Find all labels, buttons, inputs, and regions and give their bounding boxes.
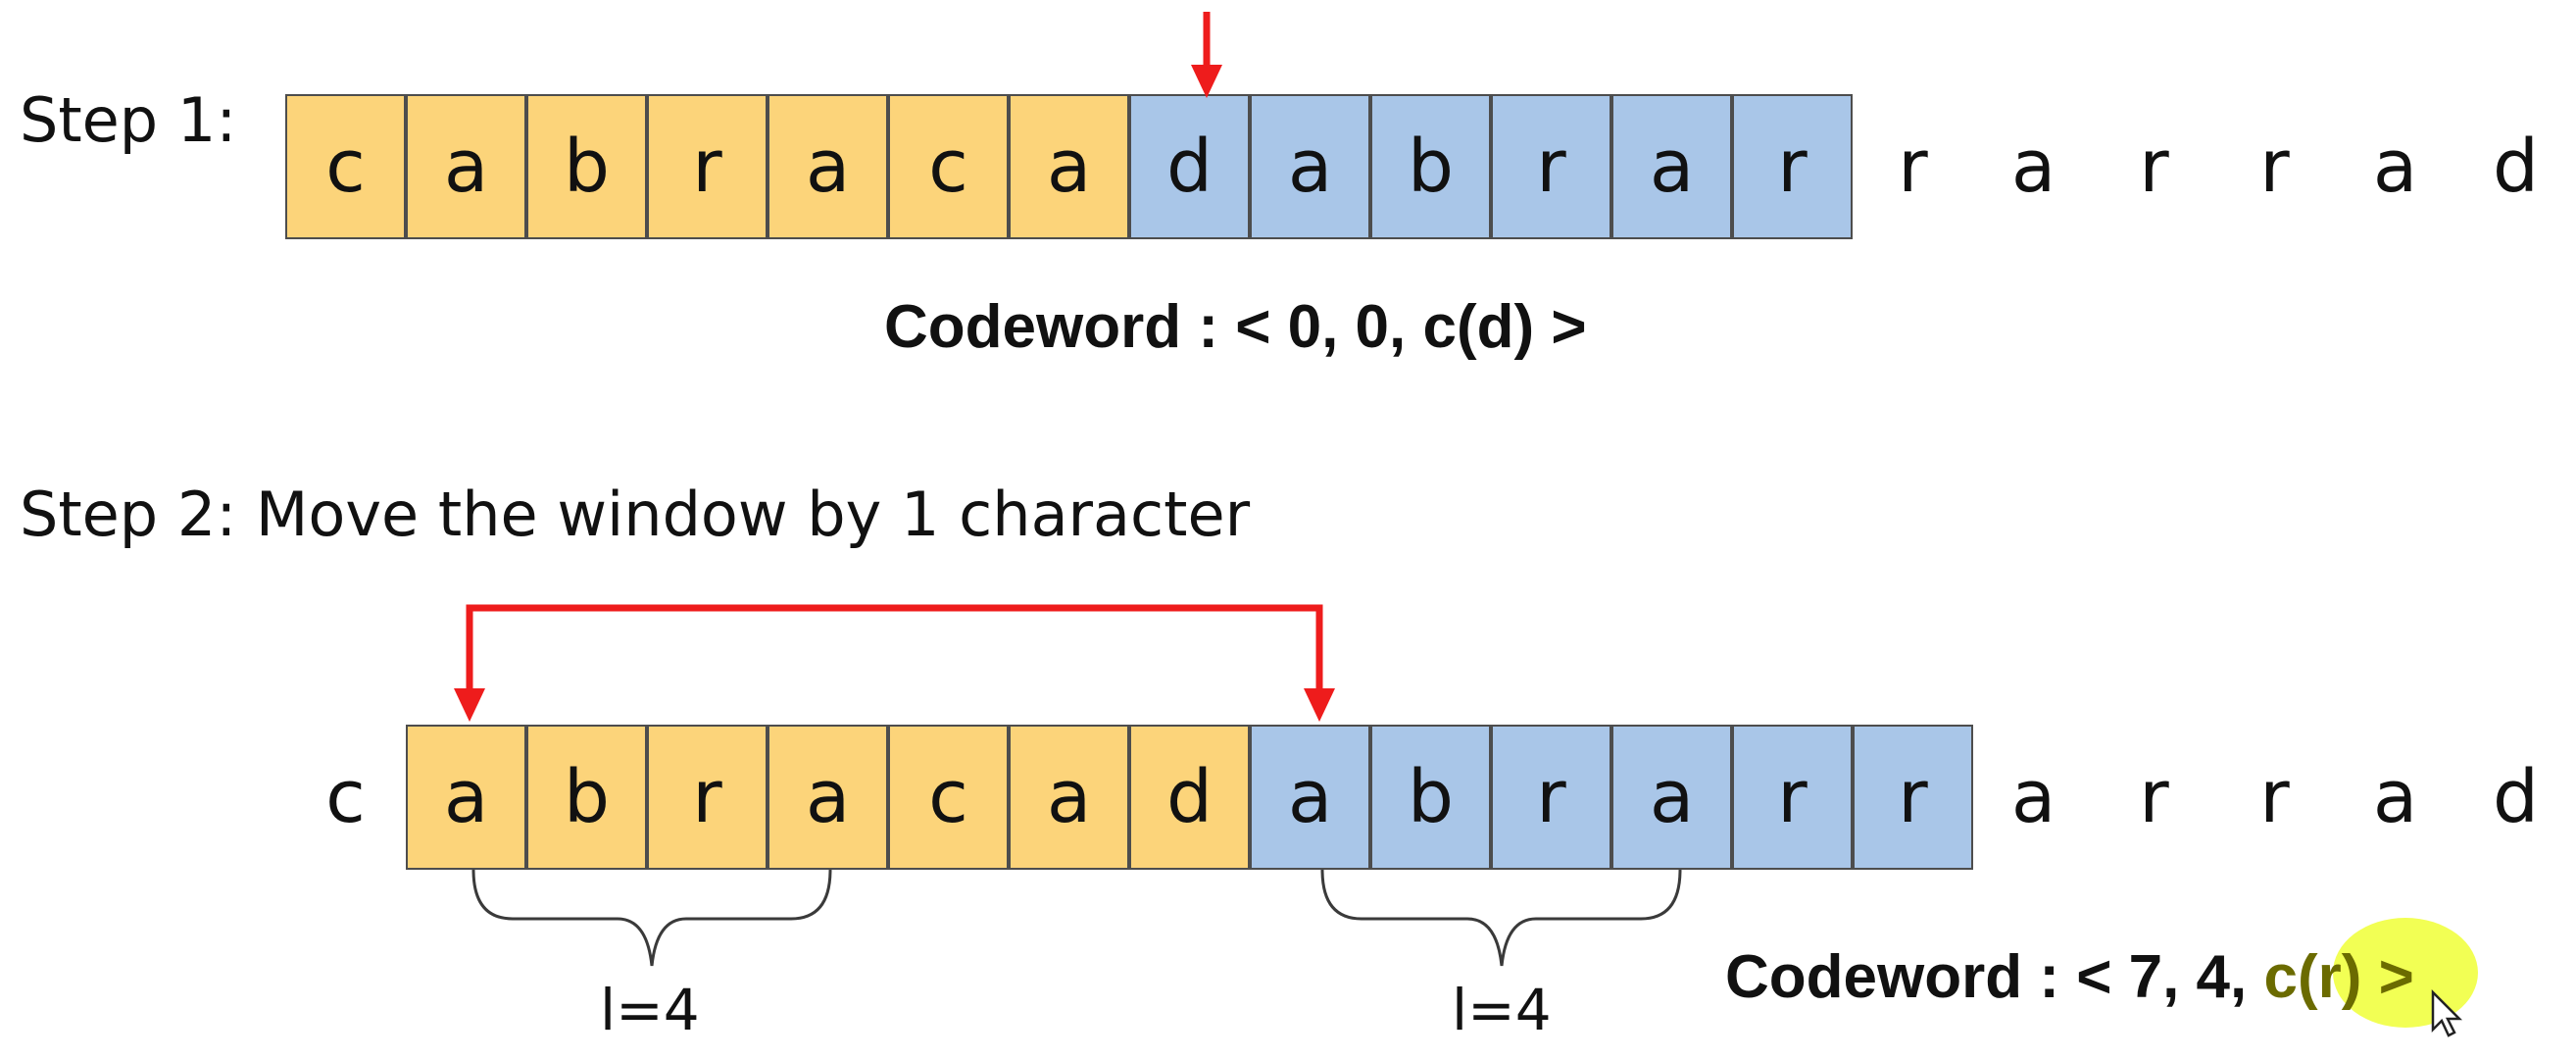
brace-left [471,869,832,967]
step2-char-search: c [888,725,1009,870]
step2-char-lookahead: r [1491,725,1611,870]
mouse-pointer-icon [2431,988,2463,1037]
step1-codeword: Codeword : < 0, 0, c(d) > [884,293,1587,361]
step2-char-search: a [768,725,888,870]
step2-char-outside: r [2139,755,2169,839]
brace-right [1320,869,1682,967]
step1-char-lookahead: a [1250,94,1370,239]
step2-char-search: a [1009,725,1129,870]
step2-char-outside: d [2493,755,2539,839]
step1-char-lookahead: b [1370,94,1491,239]
step2-char-search: b [526,725,647,870]
step2-codeword-highlight: c(r) [2263,943,2362,1011]
match-arrowhead-right [1304,688,1335,722]
step2-label: Step 2: Move the window by 1 character [20,479,1251,550]
step1-char-outside: r [2259,125,2290,209]
step2-codeword: Codeword : < 7, 4, c(r) > [1725,942,2414,1012]
step1-char-lookahead: d [1129,94,1250,239]
step1-char-lookahead: r [1491,94,1611,239]
step1-char-outside: a [2372,125,2418,209]
step2-char-outside: c [325,755,366,839]
step2-char-lookahead: r [1732,725,1853,870]
step1-char-lookahead: r [1732,94,1853,239]
brace-right-label: l=4 [1452,977,1552,1043]
step2-char-lookahead: a [1250,725,1370,870]
step2-char-outside: a [2010,755,2056,839]
step2-char-search: r [647,725,768,870]
step1-char-outside: a [2010,125,2056,209]
match-pointer-arrow [466,604,1323,691]
step1-char-search: a [1009,94,1129,239]
step1-char-lookahead: a [1611,94,1732,239]
step1-char-search: a [768,94,888,239]
step2-codeword-suffix: > [2361,943,2414,1011]
step2-char-lookahead: a [1611,725,1732,870]
step2-char-search: a [406,725,526,870]
step2-char-lookahead: r [1853,725,1973,870]
step1-char-search: a [406,94,526,239]
step1-char-search: b [526,94,647,239]
brace-left-label: l=4 [600,977,700,1043]
step1-char-outside: r [1898,125,1928,209]
step2-char-search: d [1129,725,1250,870]
step1-char-search: c [285,94,406,239]
step2-char-lookahead: b [1370,725,1491,870]
step2-codeword-prefix: Codeword : < 7, 4, [1725,943,2264,1011]
step1-label: Step 1: [20,84,237,156]
step1-char-search: r [647,94,768,239]
step1-char-outside: d [2493,125,2539,209]
cursor-highlight [2333,918,2478,1028]
step2-char-outside: r [2259,755,2290,839]
step1-char-search: c [888,94,1009,239]
step1-pointer-arrowhead [1191,65,1222,98]
match-arrowhead-left [454,688,485,722]
step2-char-outside: a [2372,755,2418,839]
step1-char-outside: r [2139,125,2169,209]
